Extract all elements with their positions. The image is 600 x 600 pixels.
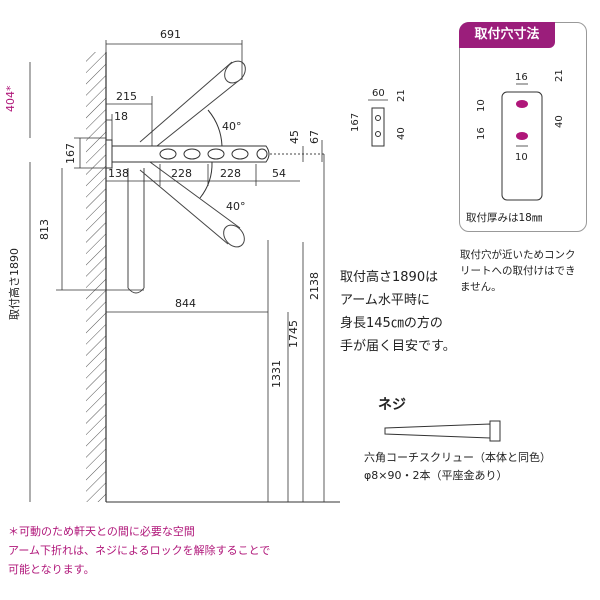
side-top-label: 21 [396, 89, 407, 102]
mount-hole-title: 取付穴寸法 [459, 22, 555, 48]
dim-404-label: 404* [4, 85, 17, 112]
footnote: ＊可動のため軒天との間に必要な空間 アーム下折れは、ネジによるロックを解除するこ… [8, 525, 271, 576]
dim-1890-label: 取付高さ1890 [7, 248, 21, 320]
dim-54-label: 54 [272, 167, 286, 180]
upper-arm [139, 60, 246, 151]
dim-2138-label: 2138 [308, 272, 321, 300]
dim-tube [302, 140, 323, 162]
dim-844 [106, 240, 269, 502]
dim-691 [105, 40, 243, 80]
dim-138-label: 138 [108, 167, 129, 180]
wall-hatch [86, 52, 106, 502]
angle-upper-label: 40° [222, 120, 242, 133]
dim-167-label: 167 [64, 143, 77, 164]
mount-hole-panel [459, 22, 587, 232]
dim-pitch [106, 164, 300, 186]
dim-228a-label: 228 [171, 167, 192, 180]
screw-icon [384, 420, 501, 442]
proximity-note: 取付穴が近いためコンク リートへの取付けはでき ません。 [460, 249, 576, 293]
dim-215-label: 215 [116, 90, 137, 103]
side-width-label: 60 [372, 88, 385, 99]
height-description: 取付高さ1890は アーム水平時に 身長145㎝の方の 手が届く目安です。 [340, 270, 456, 354]
angle-lower-label: 40° [226, 200, 246, 213]
mount-thickness-note: 取付厚みは18㎜ [466, 212, 543, 224]
dim-1331-label: 1331 [270, 360, 283, 388]
dim-691-label: 691 [160, 28, 181, 41]
dim-45-label: 45 [288, 130, 301, 144]
screw-title: ネジ [378, 397, 406, 413]
angle-arc-upper [207, 109, 223, 147]
dim-813 [56, 168, 144, 291]
horizontal-arm [111, 145, 270, 163]
vertical-arm [127, 168, 145, 294]
wall-bracket [105, 139, 113, 169]
side-bracket-detail [368, 99, 388, 147]
dim-228b-label: 228 [220, 167, 241, 180]
dim-1745-label: 1745 [287, 320, 300, 348]
dim-813-label: 813 [38, 219, 51, 240]
dim-18-label: 18 [114, 110, 128, 123]
lower-arm [139, 161, 245, 248]
dim-167 [74, 137, 106, 169]
side-depth-label: 167 [350, 113, 361, 132]
dim-844-label: 844 [175, 297, 196, 310]
angle-arc-lower [199, 161, 213, 199]
dim-215 [106, 96, 153, 146]
dim-67-label: 67 [308, 130, 321, 144]
screw-description: 六角コーチスクリュー（本体と同色） φ8×90・2本（平座金あり） [364, 451, 551, 482]
side-bottom-label: 40 [396, 127, 407, 140]
